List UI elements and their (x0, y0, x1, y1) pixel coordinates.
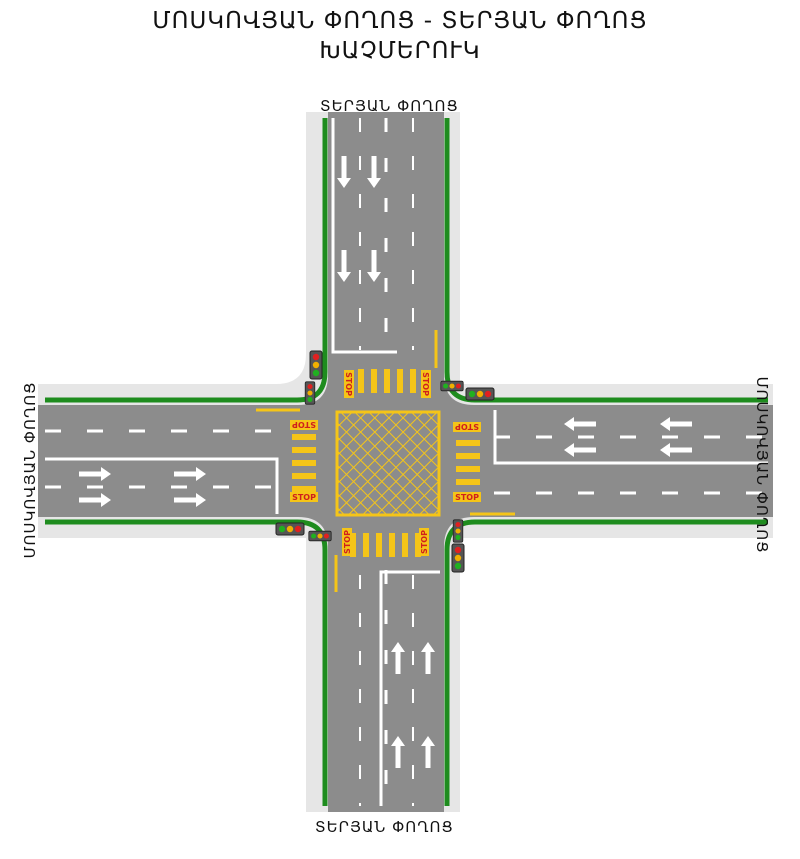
diagram-title-line2: ԽԱՉՄԵՐՈՒԿ (319, 38, 481, 64)
stop-marking-east-top: STOP (455, 422, 479, 431)
north-road-markings (331, 118, 438, 368)
crosswalk-east (456, 440, 480, 485)
street-label-south: ՏԵՐՅԱՆ ՓՈՂՈՑ (315, 818, 454, 836)
street-label-north: ՏԵՐՅԱՆ ՓՈՂՈՑ (320, 97, 459, 115)
stop-marking-south-left: STOP (343, 530, 352, 554)
crosswalk-west (292, 434, 316, 492)
stop-marking-north-left: STOP (344, 372, 353, 396)
box-junction (335, 410, 441, 517)
south-road-markings (334, 555, 440, 806)
street-label-east: ՄՈՍԿՈՎՅԱՆ ՓՈՂՈՑ (753, 376, 771, 554)
diagram-title-line1: ՄՈՍԿՈՎՅԱՆ ՓՈՂՈՑ - ՏԵՐՅԱՆ ՓՈՂՈՑ (152, 8, 648, 34)
stop-marking-south-right: STOP (420, 530, 429, 554)
street-label-west: ՄՈՍԿՈՎՅԱՆ ՓՈՂՈՑ (21, 381, 39, 559)
east-road-markings (470, 410, 768, 516)
crosswalk-north (358, 369, 416, 393)
stop-marking-east-bottom: STOP (455, 493, 479, 502)
crosswalk-south (350, 533, 421, 557)
stop-marking-west-bottom: STOP (292, 493, 316, 502)
west-road-markings (45, 408, 300, 514)
stop-marking-north-right: STOP (421, 372, 430, 396)
stop-marking-west-top: STOP (292, 420, 316, 429)
